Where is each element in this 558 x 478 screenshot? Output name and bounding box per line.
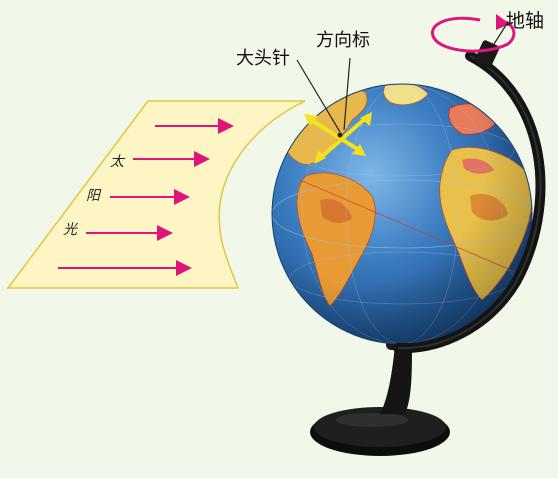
- rotation-arrow-icon: [431, 14, 516, 53]
- pin-label: 大头针: [236, 48, 290, 69]
- sunlight-panel: [6, 100, 306, 289]
- meridian-ring: [393, 40, 546, 354]
- globe: [271, 83, 533, 345]
- pin-head: [337, 132, 343, 138]
- pin-leader-line: [296, 59, 341, 133]
- globe-stand: [310, 334, 450, 456]
- axis-label: 地轴: [506, 10, 545, 32]
- direction-leader-line: [343, 57, 351, 131]
- sunlight-text-char: 光: [63, 222, 77, 238]
- axis-leader-line: [493, 21, 509, 45]
- sunlight-text-char: 阳: [86, 188, 100, 204]
- sunlight-text-char: 太: [110, 154, 124, 170]
- direction-cross-icon: [304, 112, 372, 164]
- direction-marker-label: 方向标: [316, 30, 370, 51]
